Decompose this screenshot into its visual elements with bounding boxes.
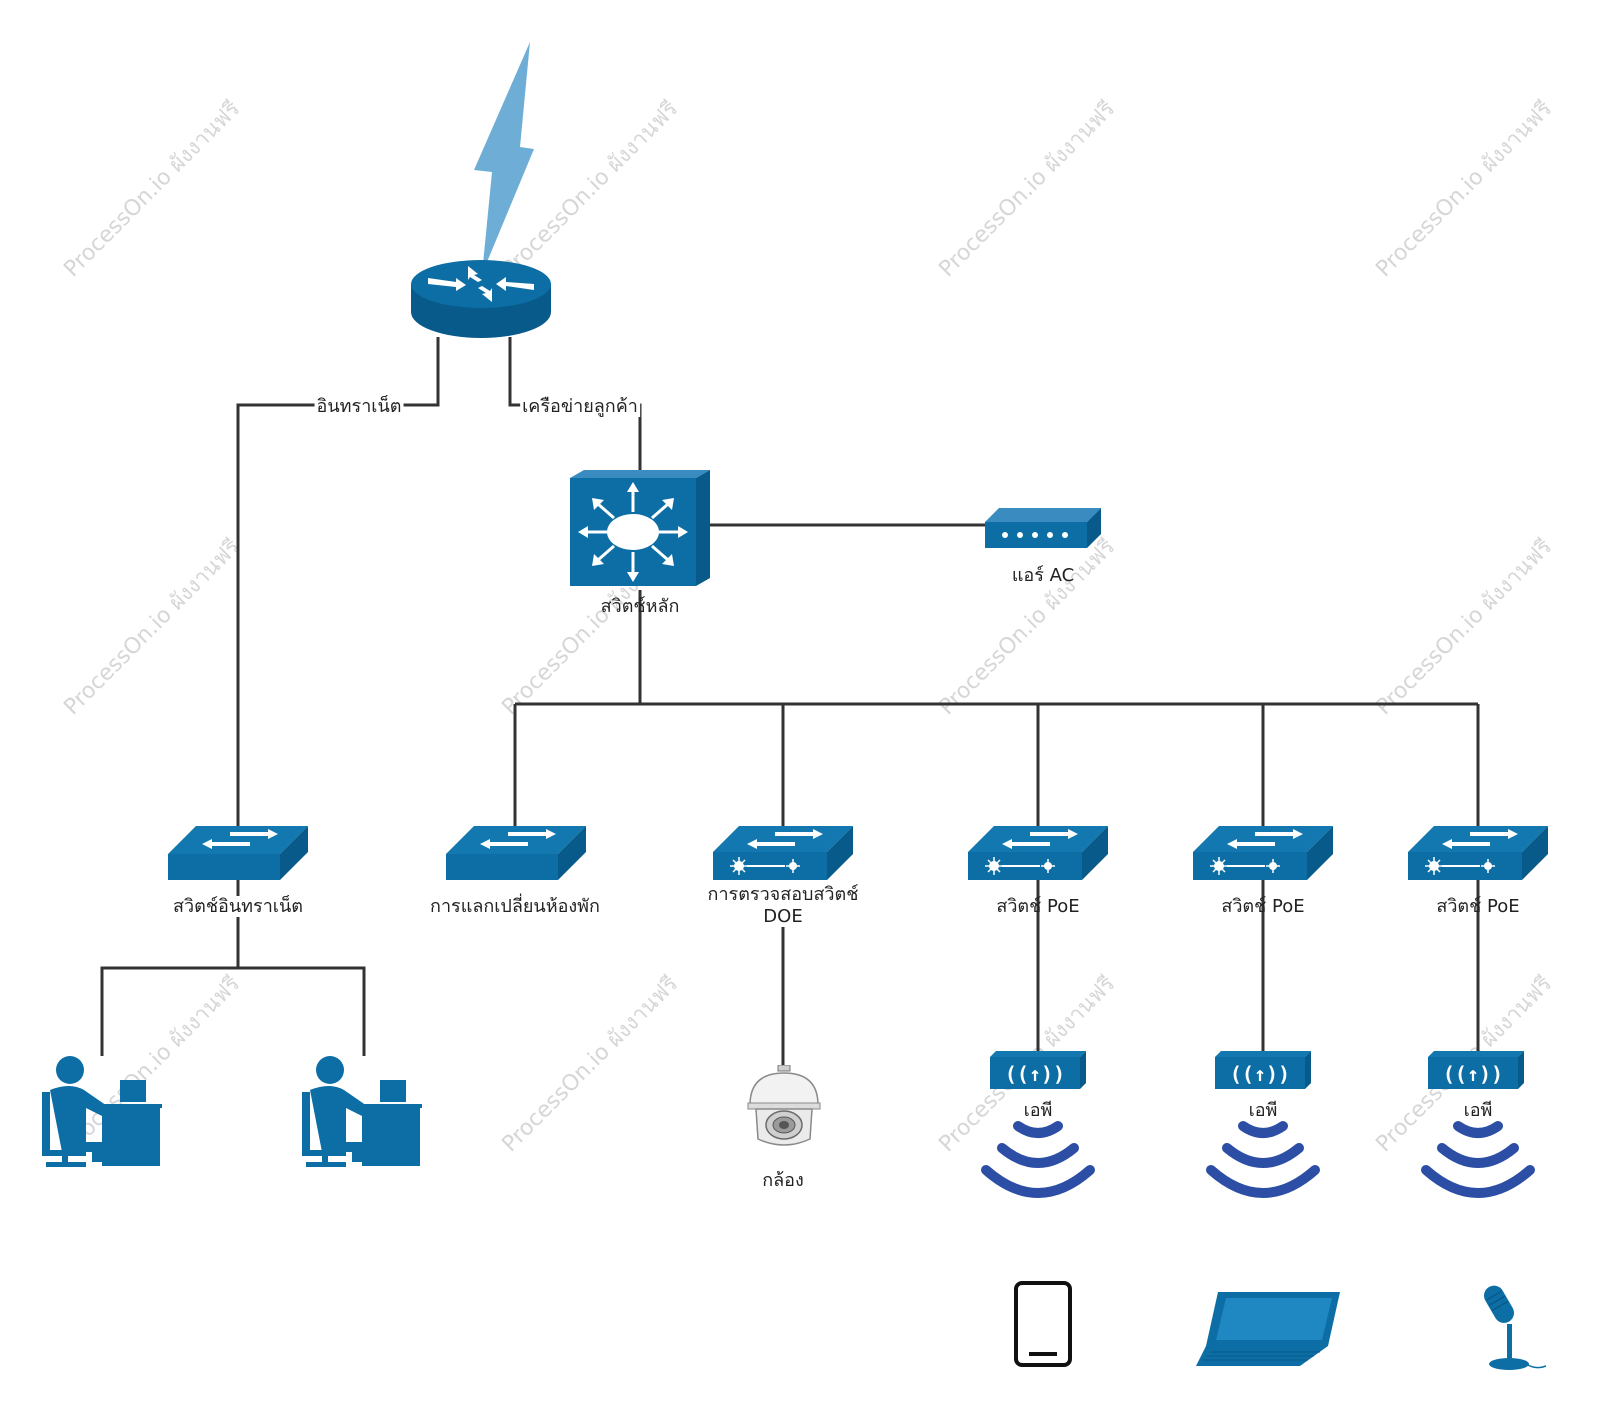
ac-label: แอร์ AC	[1011, 565, 1075, 586]
ap-1-label: เอพี	[1023, 1100, 1053, 1121]
router-icon[interactable]	[408, 258, 554, 340]
dorm-switch-label: การแลกเปลี่ยนห้องพัก	[430, 896, 600, 917]
multilayer-switch-icon[interactable]	[570, 470, 710, 590]
monitor-switch-label: การตรวจสอบสวิตช์	[705, 884, 861, 905]
access-point-icon[interactable]: ((↑))	[1428, 1051, 1524, 1091]
svg-text:((↑)): ((↑))	[1005, 1062, 1065, 1086]
wifi-signal-icon	[1206, 1121, 1320, 1198]
microphone-icon[interactable]	[1476, 1282, 1548, 1374]
tablet-icon[interactable]	[1013, 1280, 1073, 1368]
intranet-link-label: อินทราเน็ต	[314, 396, 404, 417]
intranet-to-users-line	[100, 966, 366, 1056]
camera-label: กล้อง	[762, 1170, 804, 1191]
workstation-user-icon[interactable]	[40, 1056, 164, 1168]
intranet-switch-label: สวิตช์อินทราเน็ต	[171, 896, 305, 917]
switch-icon[interactable]	[446, 826, 586, 882]
core-switch-label: สวิตช์หลัก	[600, 596, 680, 617]
ptz-camera-icon[interactable]	[744, 1065, 824, 1151]
laptop-icon[interactable]	[1196, 1288, 1344, 1368]
poe-switch-icon[interactable]	[1408, 826, 1548, 882]
ap-2-label: เอพี	[1248, 1100, 1278, 1121]
monitor-switch-label-line2: DOE	[761, 906, 805, 927]
poe-switch-icon[interactable]	[968, 826, 1108, 882]
poe-switch-icon[interactable]	[1193, 826, 1333, 882]
workstation-user-icon[interactable]	[300, 1056, 424, 1168]
svg-text:((↑)): ((↑))	[1443, 1062, 1503, 1086]
customer-network-link-label: เครือข่ายลูกค้า	[520, 396, 640, 417]
access-point-icon[interactable]: ((↑))	[990, 1051, 1086, 1091]
poe-switch-1-label: สวิตช์ PoE	[996, 896, 1080, 917]
poe-switch-icon[interactable]	[713, 826, 853, 882]
wifi-signal-icon	[981, 1121, 1095, 1198]
poe-switch-3-label: สวิตช์ PoE	[1436, 896, 1520, 917]
svg-text:((↑)): ((↑))	[1230, 1062, 1290, 1086]
wifi-signal-icon	[1421, 1121, 1535, 1198]
lightning-icon	[474, 42, 534, 274]
access-controller-icon[interactable]	[985, 508, 1101, 550]
switch-icon[interactable]	[168, 826, 308, 882]
ap-3-label: เอพี	[1463, 1100, 1493, 1121]
poe-switch-2-label: สวิตช์ PoE	[1221, 896, 1305, 917]
access-point-icon[interactable]: ((↑))	[1215, 1051, 1311, 1091]
